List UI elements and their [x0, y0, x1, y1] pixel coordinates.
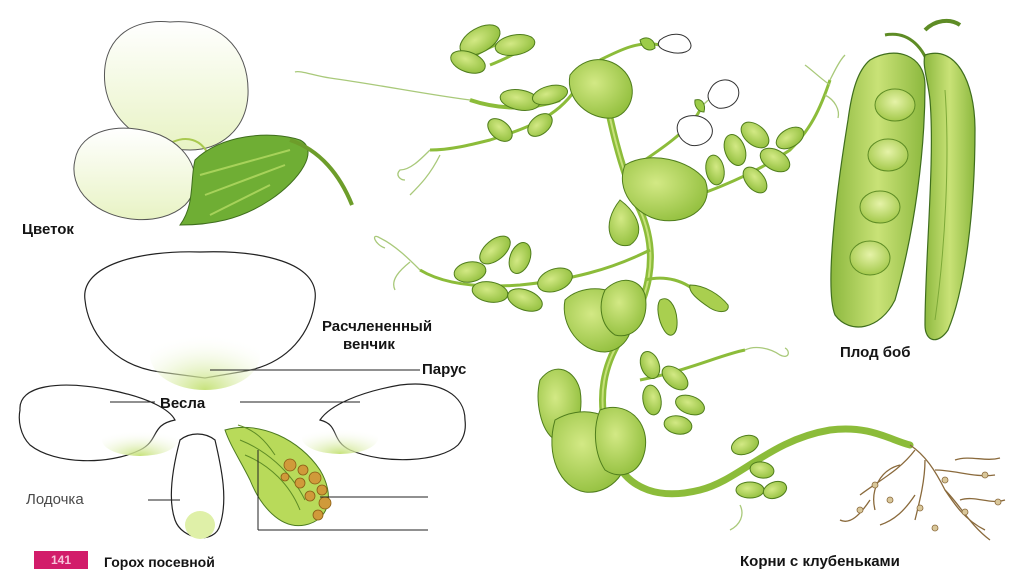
label-roots: Корни с клубеньками [740, 554, 900, 569]
label-fruit: Плод боб [840, 345, 910, 360]
label-flower: Цветок [22, 222, 74, 237]
keel-petal [171, 434, 223, 539]
label-sail: Парус [422, 362, 466, 377]
label-corolla-line2: венчик [343, 337, 395, 352]
label-oars: Весла [160, 396, 205, 411]
label-corolla-line1: Расчлененный [322, 319, 432, 334]
roots-with-nodules [840, 445, 1005, 540]
flower-drawing [74, 22, 352, 225]
label-keel: Лодочка [26, 492, 84, 507]
pea-pod [831, 21, 975, 340]
figure-number-badge: 141 [34, 551, 88, 569]
sail-petal [85, 252, 316, 390]
figure-caption: Горох посевной [104, 555, 215, 569]
